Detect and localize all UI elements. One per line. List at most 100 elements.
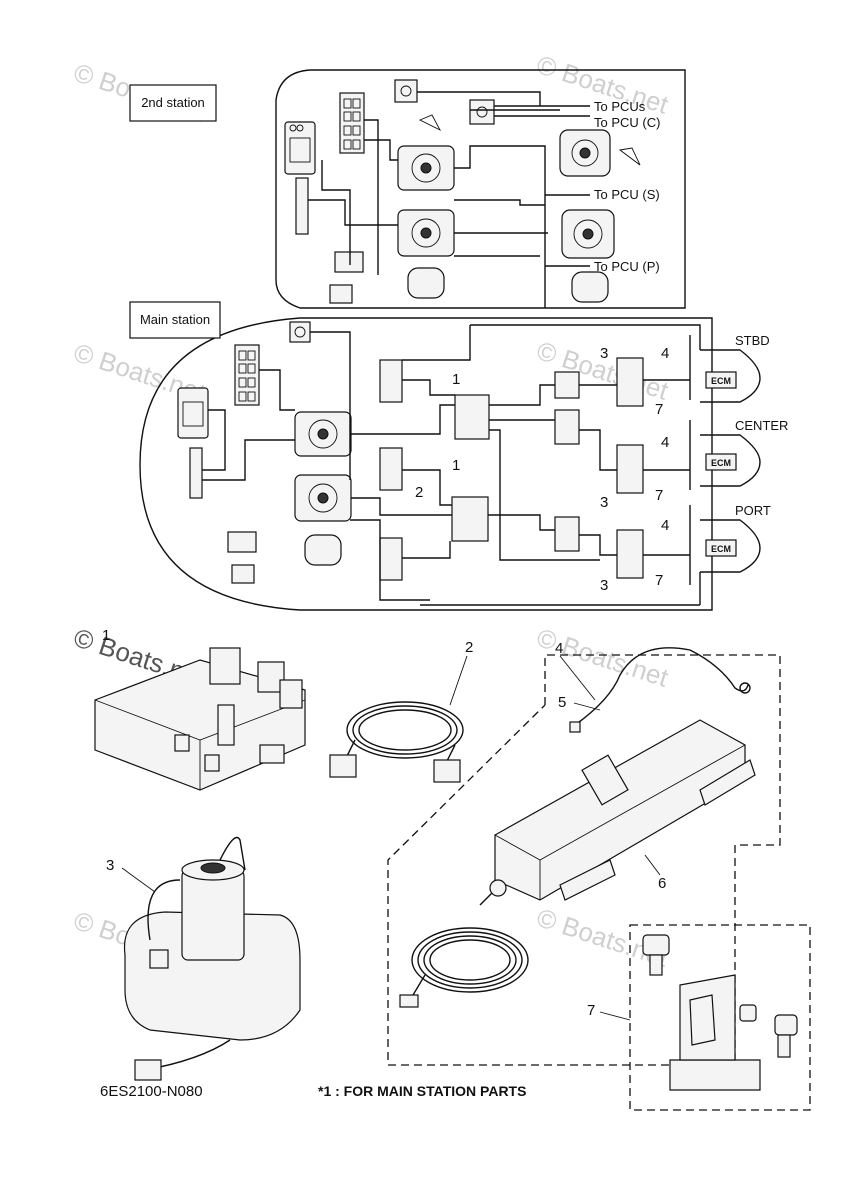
second-station-outline [275, 69, 686, 309]
display-unit [284, 121, 316, 175]
connector [329, 284, 353, 304]
label-center: CENTER [735, 418, 788, 433]
terminal [204, 754, 220, 772]
cable-gland [489, 879, 507, 897]
callout-4: 4 [661, 434, 669, 451]
cable-connector [329, 754, 357, 778]
ecm-label: ECM [711, 376, 731, 386]
label-stbd: STBD [735, 333, 770, 348]
engine-stbd [700, 349, 761, 403]
second-station-label-box [129, 84, 217, 122]
terminal-strip [295, 177, 309, 235]
sensor-end [569, 721, 581, 733]
label-to-pcu-c: To PCU (C) [594, 115, 660, 130]
key-switch [394, 79, 418, 103]
terminal-strip [189, 447, 203, 499]
callout-1: 1 [452, 457, 460, 474]
valve-fitting [642, 934, 670, 956]
second-station-panel: 2nd station To PCUs To PCU (C) To PCU (S… [129, 69, 686, 309]
ecm-label: ECM [711, 458, 731, 468]
pump-connector [134, 1059, 162, 1081]
group-7-outline [629, 924, 811, 1111]
hose-coil [411, 927, 529, 993]
callout-3: 3 [600, 345, 608, 362]
fuse-box [554, 516, 580, 552]
callout-1: 1 [452, 371, 460, 388]
callout-3: 3 [600, 494, 608, 511]
ecm-box-port [705, 539, 737, 557]
callout-7: 7 [655, 572, 663, 589]
callout-7: 7 [655, 487, 663, 504]
steering-pump [616, 357, 644, 407]
pump-cap [149, 949, 169, 969]
hub-unit-1 [451, 496, 489, 542]
main-station-panel: Main station ECM ECM ECM STBD CENTER POR… [129, 301, 788, 611]
callout-3: 3 [106, 857, 114, 874]
relay-box [379, 447, 403, 491]
callout-5: 5 [558, 694, 566, 711]
label-to-pcu-p: To PCU (P) [594, 259, 660, 274]
terminal [259, 744, 285, 764]
terminal [174, 734, 190, 752]
callout-7: 7 [655, 401, 663, 418]
pump-motor [181, 869, 245, 961]
sensor-lead [574, 647, 749, 726]
second-station-label: 2nd station [141, 95, 205, 110]
connector [231, 564, 255, 584]
steering-pump [616, 529, 644, 579]
connector-housing [407, 267, 445, 299]
fuse [217, 704, 235, 746]
exploded-parts: 1 2 3 4 5 [94, 627, 811, 1111]
valve-fitting [739, 1004, 757, 1022]
hub-unit-1 [454, 394, 490, 440]
valve-fitting [777, 1034, 791, 1058]
steering-pump [616, 444, 644, 494]
main-station-label: Main station [140, 312, 210, 327]
relay [209, 647, 241, 685]
callout-3: 3 [600, 577, 608, 594]
callout-2: 2 [465, 639, 473, 656]
key-switch [289, 321, 311, 343]
hub-unit-part [94, 659, 306, 791]
ecm-box-stbd [705, 371, 737, 389]
relay-box [379, 537, 403, 581]
callout-6: 6 [658, 875, 666, 892]
callout-4: 4 [555, 640, 563, 657]
engine-center [700, 434, 761, 487]
tie-bar [559, 859, 616, 901]
diagram-code: 6ES2100-N080 [100, 1083, 203, 1100]
label-port: PORT [735, 503, 771, 518]
bracket-base [669, 1059, 761, 1091]
bracket-plate [689, 994, 716, 1046]
cable-coil [346, 701, 464, 759]
buzzer [334, 251, 364, 273]
ecm-box-center [705, 453, 737, 471]
display-unit [177, 387, 209, 439]
callout-4: 4 [661, 345, 669, 362]
tie-bar [699, 759, 756, 806]
valve-fitting [649, 954, 663, 976]
connector-housing [304, 534, 342, 566]
callout-1: 1 [102, 627, 110, 644]
pump-reservoir [123, 911, 301, 1041]
callout-4: 4 [661, 517, 669, 534]
cable-connector [433, 759, 461, 783]
group-4-6-outline [387, 654, 781, 1066]
steering-cylinder [494, 719, 746, 901]
connector-housing [571, 271, 609, 303]
hose-fitting [399, 994, 419, 1008]
engine-port [700, 519, 761, 573]
main-station-label-box [129, 301, 221, 339]
label-to-pcus: To PCUs [594, 99, 646, 114]
buzzer [227, 531, 257, 553]
callout-2: 2 [415, 484, 423, 501]
relay-box [379, 359, 403, 403]
fuse-box [554, 371, 580, 399]
valve-fitting [774, 1014, 798, 1036]
callout-7: 7 [587, 1002, 595, 1019]
key-switch [469, 99, 495, 125]
cylinder-bracket [581, 754, 629, 806]
footnote: *1 : FOR MAIN STATION PARTS [318, 1083, 526, 1099]
fuse-box [554, 409, 580, 445]
